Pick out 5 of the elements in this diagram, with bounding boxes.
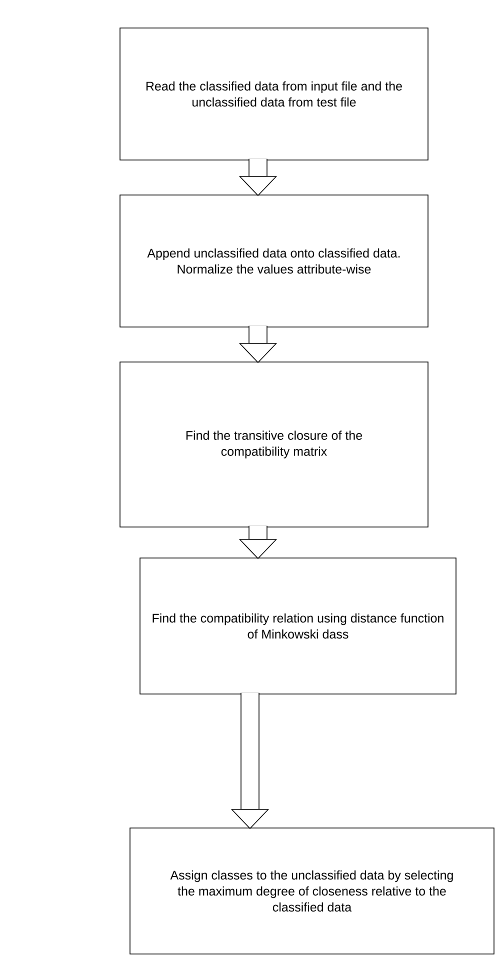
process-box: Find the transitive closure of the compatibility matrix [120,362,428,528]
process-box: Find the compatibility relation using distance function of Minkowski dass [140,558,456,694]
process-box: Append unclassified data onto classified data. Normalize the values attribute-wise [120,194,428,328]
process-box: Assign classes to the unclassified data by selecting the maximum degree of closeness relative to the classified data [130,828,494,954]
process-box: Read the classified data from input file and the unclassified data from test file [120,28,428,160]
